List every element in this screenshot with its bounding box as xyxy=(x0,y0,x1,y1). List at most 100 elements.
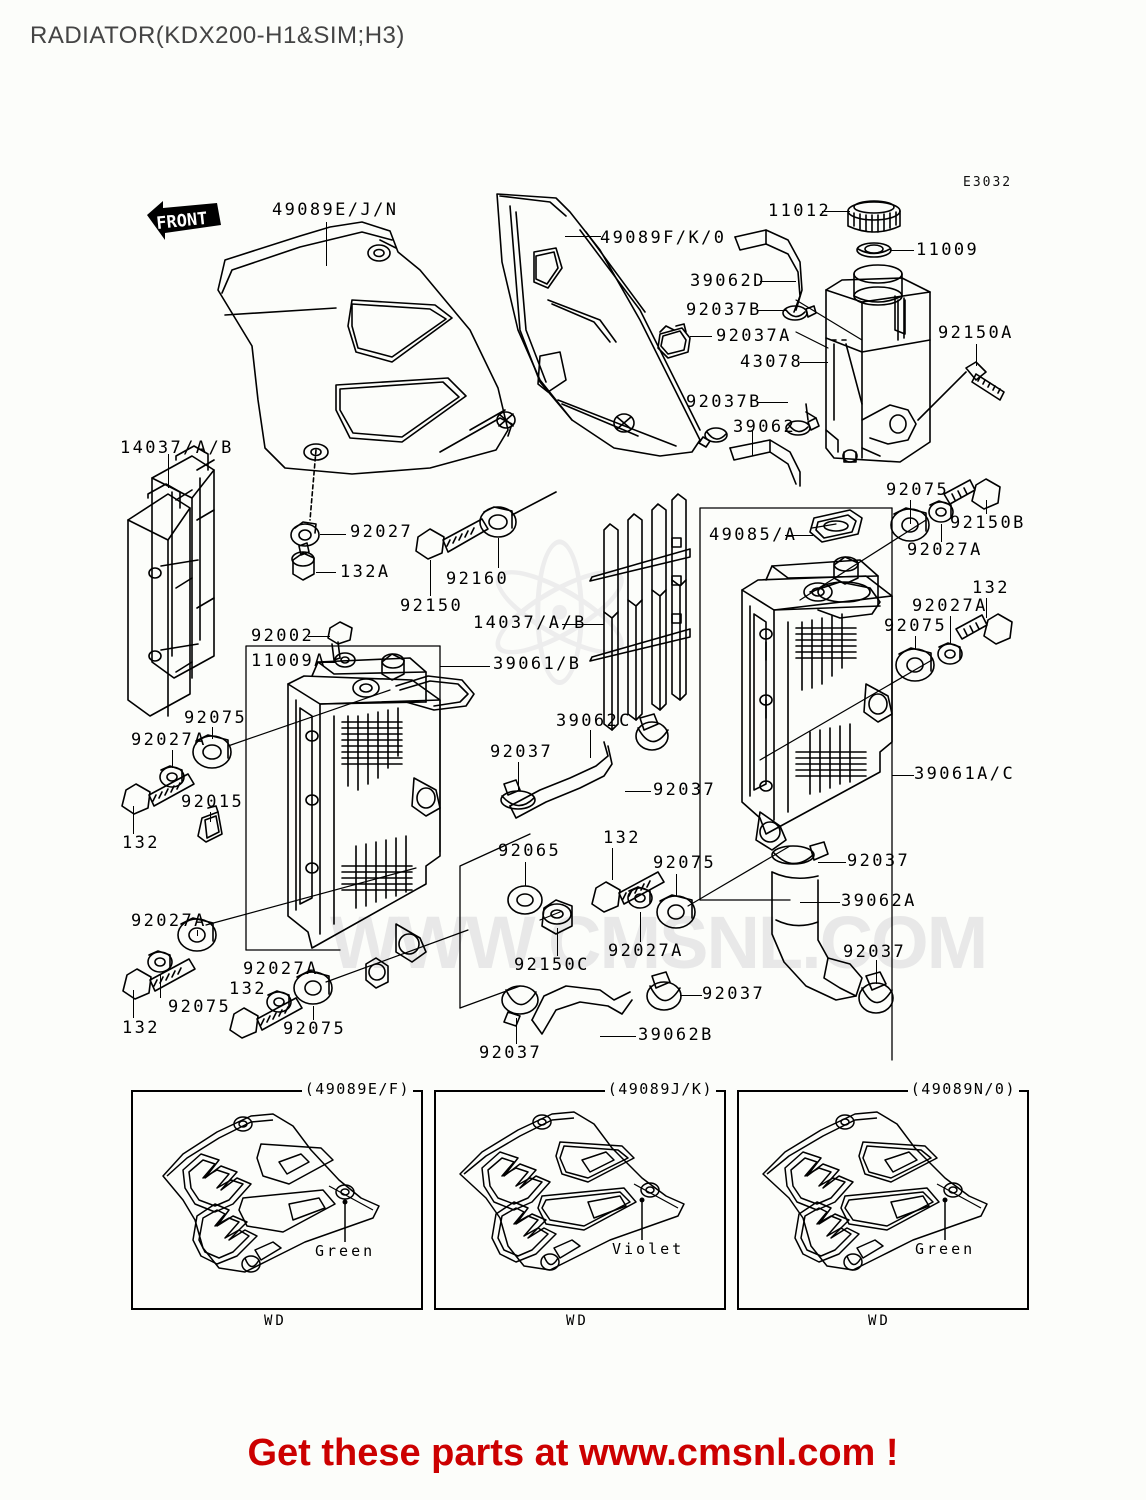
leader-line xyxy=(876,960,878,984)
part-callout: 92027A xyxy=(131,911,207,931)
leader-line xyxy=(950,616,952,644)
part-callout: 92037 xyxy=(479,1043,543,1063)
part-callout: 11012 xyxy=(768,201,832,221)
part-callout: 92037 xyxy=(702,984,766,1004)
leader-line xyxy=(525,862,527,886)
leader-line xyxy=(822,211,850,213)
footer-promo-text: Get these parts at www.cmsnl.com ! xyxy=(247,1432,899,1474)
part-callout: 92075 xyxy=(168,997,232,1017)
part-callout: 92015 xyxy=(181,792,245,812)
leader-line xyxy=(600,1036,636,1038)
leader-line xyxy=(800,902,840,904)
part-callout: 132 xyxy=(229,979,267,999)
part-callout: 49085/A xyxy=(709,525,798,545)
part-callout: 92075 xyxy=(653,853,717,873)
part-callout: 132 xyxy=(603,828,641,848)
leader-line xyxy=(498,538,500,568)
leader-line xyxy=(518,762,520,790)
part-callout: 92027A xyxy=(131,730,207,750)
part-callout: 92037B xyxy=(686,392,762,412)
leader-line xyxy=(818,862,846,864)
leader-line xyxy=(785,535,813,537)
watermark-logo: ⚛ xyxy=(470,505,650,728)
leader-line xyxy=(326,222,328,266)
front-marker-text: FRONT xyxy=(155,209,208,234)
part-callout: 92037 xyxy=(653,780,717,800)
leader-line xyxy=(565,236,601,238)
part-callout: 132 xyxy=(122,1018,160,1038)
leader-line xyxy=(800,362,828,364)
leader-line xyxy=(941,524,943,542)
part-callout: 92075 xyxy=(886,480,950,500)
leader-line xyxy=(212,727,214,739)
part-callout: 92075 xyxy=(884,616,948,636)
part-callout: 11009A xyxy=(251,651,327,671)
part-callout: 11009 xyxy=(916,240,980,260)
part-callout: 92027A xyxy=(907,540,983,560)
part-callout: 49089F/K/0 xyxy=(600,228,727,248)
leader-line xyxy=(440,666,490,668)
part-callout: 92037B xyxy=(686,300,762,320)
leader-line xyxy=(752,430,754,456)
page-title: RADIATOR(KDX200-H1&SIM;H3) xyxy=(30,22,405,49)
variant-inset-2: (49089J/K) xyxy=(434,1080,726,1310)
inset-colour-label: Green xyxy=(915,1240,976,1258)
leader-line xyxy=(690,336,712,338)
variant-inset-1: (49089E/F) xyxy=(131,1080,423,1310)
inset-footer-label: WD xyxy=(264,1313,287,1329)
leader-line xyxy=(430,560,432,596)
leader-line xyxy=(160,974,162,998)
part-callout: 92037A xyxy=(716,326,792,346)
leader-line xyxy=(625,791,651,793)
part-callout: 92037 xyxy=(490,742,554,762)
inset-footer-label: WD xyxy=(868,1313,891,1329)
part-callout: 39062A xyxy=(841,891,917,911)
leader-line xyxy=(133,806,135,834)
leader-line xyxy=(590,730,592,758)
leader-line xyxy=(320,662,336,664)
part-callout: 92037 xyxy=(847,851,911,871)
part-callout: 39062B xyxy=(638,1025,714,1045)
front-direction-marker: FRONT xyxy=(143,195,223,257)
inset-shroud-artwork xyxy=(762,1111,988,1271)
part-callout: 92150 xyxy=(400,596,464,616)
leader-line xyxy=(197,930,199,936)
part-callout: 39062 xyxy=(733,417,797,437)
inset-footer-label: WD xyxy=(566,1313,589,1329)
leader-line xyxy=(915,636,917,650)
part-callout: 39062C xyxy=(556,711,632,731)
leader-line xyxy=(640,912,642,942)
part-callout: 43078 xyxy=(740,352,804,372)
leader-line xyxy=(760,281,796,283)
inset-colour-label: Green xyxy=(315,1242,376,1260)
leader-line xyxy=(892,775,914,777)
part-callout: 14037/A/B xyxy=(120,438,234,458)
inset-colour-label: Violet xyxy=(612,1240,685,1258)
leader-line xyxy=(316,572,336,574)
part-callout: 92037 xyxy=(843,942,907,962)
leader-line xyxy=(758,310,786,312)
leader-line xyxy=(986,598,988,618)
leader-line xyxy=(210,812,212,822)
leader-line xyxy=(320,534,346,536)
diagram-code: E3032 xyxy=(963,175,1013,190)
part-callout: 92075 xyxy=(184,708,248,728)
part-callout: 14037/A/B xyxy=(473,613,587,633)
part-callout: 92002 xyxy=(251,626,315,646)
leader-line xyxy=(168,454,170,488)
part-callout: 39061A/C xyxy=(914,764,1016,784)
leader-line xyxy=(516,1018,518,1044)
part-callout: 92027A xyxy=(912,596,988,616)
inset-header: (49089J/K) xyxy=(604,1080,716,1098)
variant-inset-3: (49089N/0) xyxy=(737,1080,1029,1310)
inset-header: (49089N/0) xyxy=(907,1080,1019,1098)
leader-line xyxy=(557,928,559,956)
part-callout: 92150A xyxy=(938,323,1014,343)
leader-line xyxy=(133,990,135,1018)
leader-line xyxy=(758,402,788,404)
leader-line xyxy=(562,624,604,626)
leader-line xyxy=(680,995,702,997)
part-callout: 92150C xyxy=(514,955,590,975)
leader-line xyxy=(313,1006,315,1020)
